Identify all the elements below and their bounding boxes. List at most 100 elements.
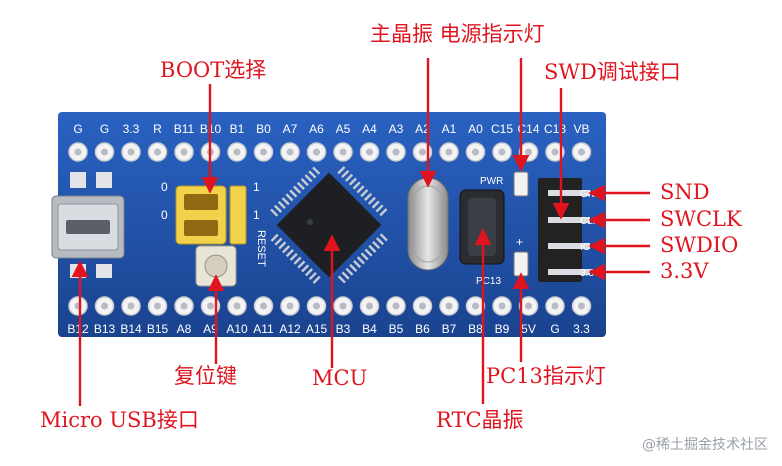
mcu-pin (308, 271, 317, 281)
label-3v3: 3.3V (660, 259, 709, 283)
pin-label: B3 (336, 322, 351, 336)
mcu-pin (301, 264, 310, 273)
mcu-pin (349, 263, 358, 272)
pin-label: 3.3 (123, 122, 140, 136)
mcu-pin (352, 181, 361, 190)
pin-label: A15 (306, 322, 328, 336)
mcu-pin (274, 237, 283, 246)
mcu-pin (308, 170, 317, 179)
mcu-pin (312, 275, 321, 284)
swd-silk-label: IO (580, 242, 591, 253)
swd-header (538, 178, 590, 282)
mcu-pin (289, 189, 298, 198)
mcu-pin (304, 174, 313, 183)
label-swd: SWD调试接口 (544, 60, 681, 84)
mcu-chip (270, 166, 388, 284)
pin-label: B0 (256, 122, 271, 136)
swd-silk-label: 3.3 (580, 268, 594, 279)
pin-label: A0 (468, 122, 483, 136)
pin-label: B15 (147, 322, 169, 336)
label-boot: BOOT选择 (160, 58, 267, 82)
pin-label: B12 (67, 322, 89, 336)
mcu-pin (371, 200, 380, 209)
mcu-pin (281, 197, 290, 206)
swd-silk-label: CLK (580, 216, 600, 227)
watermark: @稀土掘金技术社区 (642, 437, 768, 453)
pin-label: B13 (94, 322, 116, 336)
mcu-pin (360, 189, 369, 198)
mcu-pin (285, 193, 294, 202)
mcu-pin (356, 256, 365, 265)
pin-label: A3 (389, 122, 404, 136)
swd-pin (548, 243, 590, 249)
swd-silk-label: GND (580, 189, 602, 200)
mcu-pin (368, 244, 377, 253)
pin-label: 5V (521, 322, 536, 336)
main-crystal (407, 177, 449, 271)
mcu-pin (337, 166, 346, 175)
mcu-pin (348, 177, 357, 186)
pin-label: VB (573, 122, 589, 136)
pin-label: A8 (177, 322, 192, 336)
pwr-silk: PWR (480, 176, 503, 187)
jumper-mark-0a: 0 (161, 180, 168, 194)
pin-label: B4 (362, 322, 377, 336)
mcu-pin (300, 178, 309, 187)
mcu-pin (282, 245, 291, 254)
pin-label: B8 (468, 322, 483, 336)
pin-label: A11 (253, 322, 274, 336)
mcu-pin (293, 185, 302, 194)
plus-mark: + (516, 235, 523, 249)
pin-label: A10 (226, 322, 248, 336)
pin-label: A4 (362, 122, 377, 136)
mcu-pin (277, 200, 286, 210)
pin-label: C14 (517, 122, 539, 136)
swd-pin (548, 190, 590, 196)
label-swdio: SWDIO (660, 233, 739, 257)
boot-jumpers: 0 0 1 1 (161, 180, 260, 245)
mcu-pin (337, 275, 346, 284)
mcu-pin (304, 268, 314, 277)
mcu-pin (312, 166, 321, 175)
pc13-silk: PC13 (476, 276, 501, 287)
pin-label: B1 (230, 122, 245, 136)
mcu-pin (364, 248, 373, 257)
label-reset: 复位键 (174, 364, 237, 388)
pin-label: G (550, 322, 559, 336)
label-swclk: SWCLK (660, 207, 742, 231)
label-snd: SND (660, 180, 710, 204)
mcu-pin (289, 252, 298, 261)
mcu-pin (372, 240, 381, 250)
mcu-pin (273, 204, 283, 213)
reset-silk: RESET (255, 230, 267, 267)
label-pc13: PC13指示灯 (486, 364, 606, 388)
mcu-pin (364, 192, 373, 201)
jumper-mark-0b: 0 (161, 208, 168, 222)
pin-label: C13 (544, 122, 566, 136)
swd-pin (548, 217, 590, 223)
annotation-arrows (71, 58, 650, 406)
mcu-pin (375, 237, 385, 246)
mcu-pin (360, 252, 369, 261)
label-rtc: RTC晶振 (436, 408, 524, 432)
mcu-pin (296, 181, 305, 190)
label-crystal-power: 主晶振 电源指示灯 (370, 22, 545, 46)
pin-label: A2 (415, 122, 430, 136)
mcu-pin (367, 196, 376, 205)
mcu-pin (341, 271, 350, 280)
pin-label: B9 (495, 322, 510, 336)
pin-label: G (100, 122, 109, 136)
pin-label: B6 (415, 322, 430, 336)
micro-usb-connector (51, 172, 125, 278)
pin-label: A12 (279, 322, 301, 336)
label-usb: Micro USB接口 (40, 408, 199, 432)
power-led (513, 171, 529, 197)
pin-label: B7 (442, 322, 457, 336)
mcu-pin (285, 249, 294, 258)
mcu-pin (375, 204, 384, 213)
mcu-pin (379, 208, 388, 217)
pin-label: A9 (203, 322, 218, 336)
mcu-pin (341, 169, 350, 179)
